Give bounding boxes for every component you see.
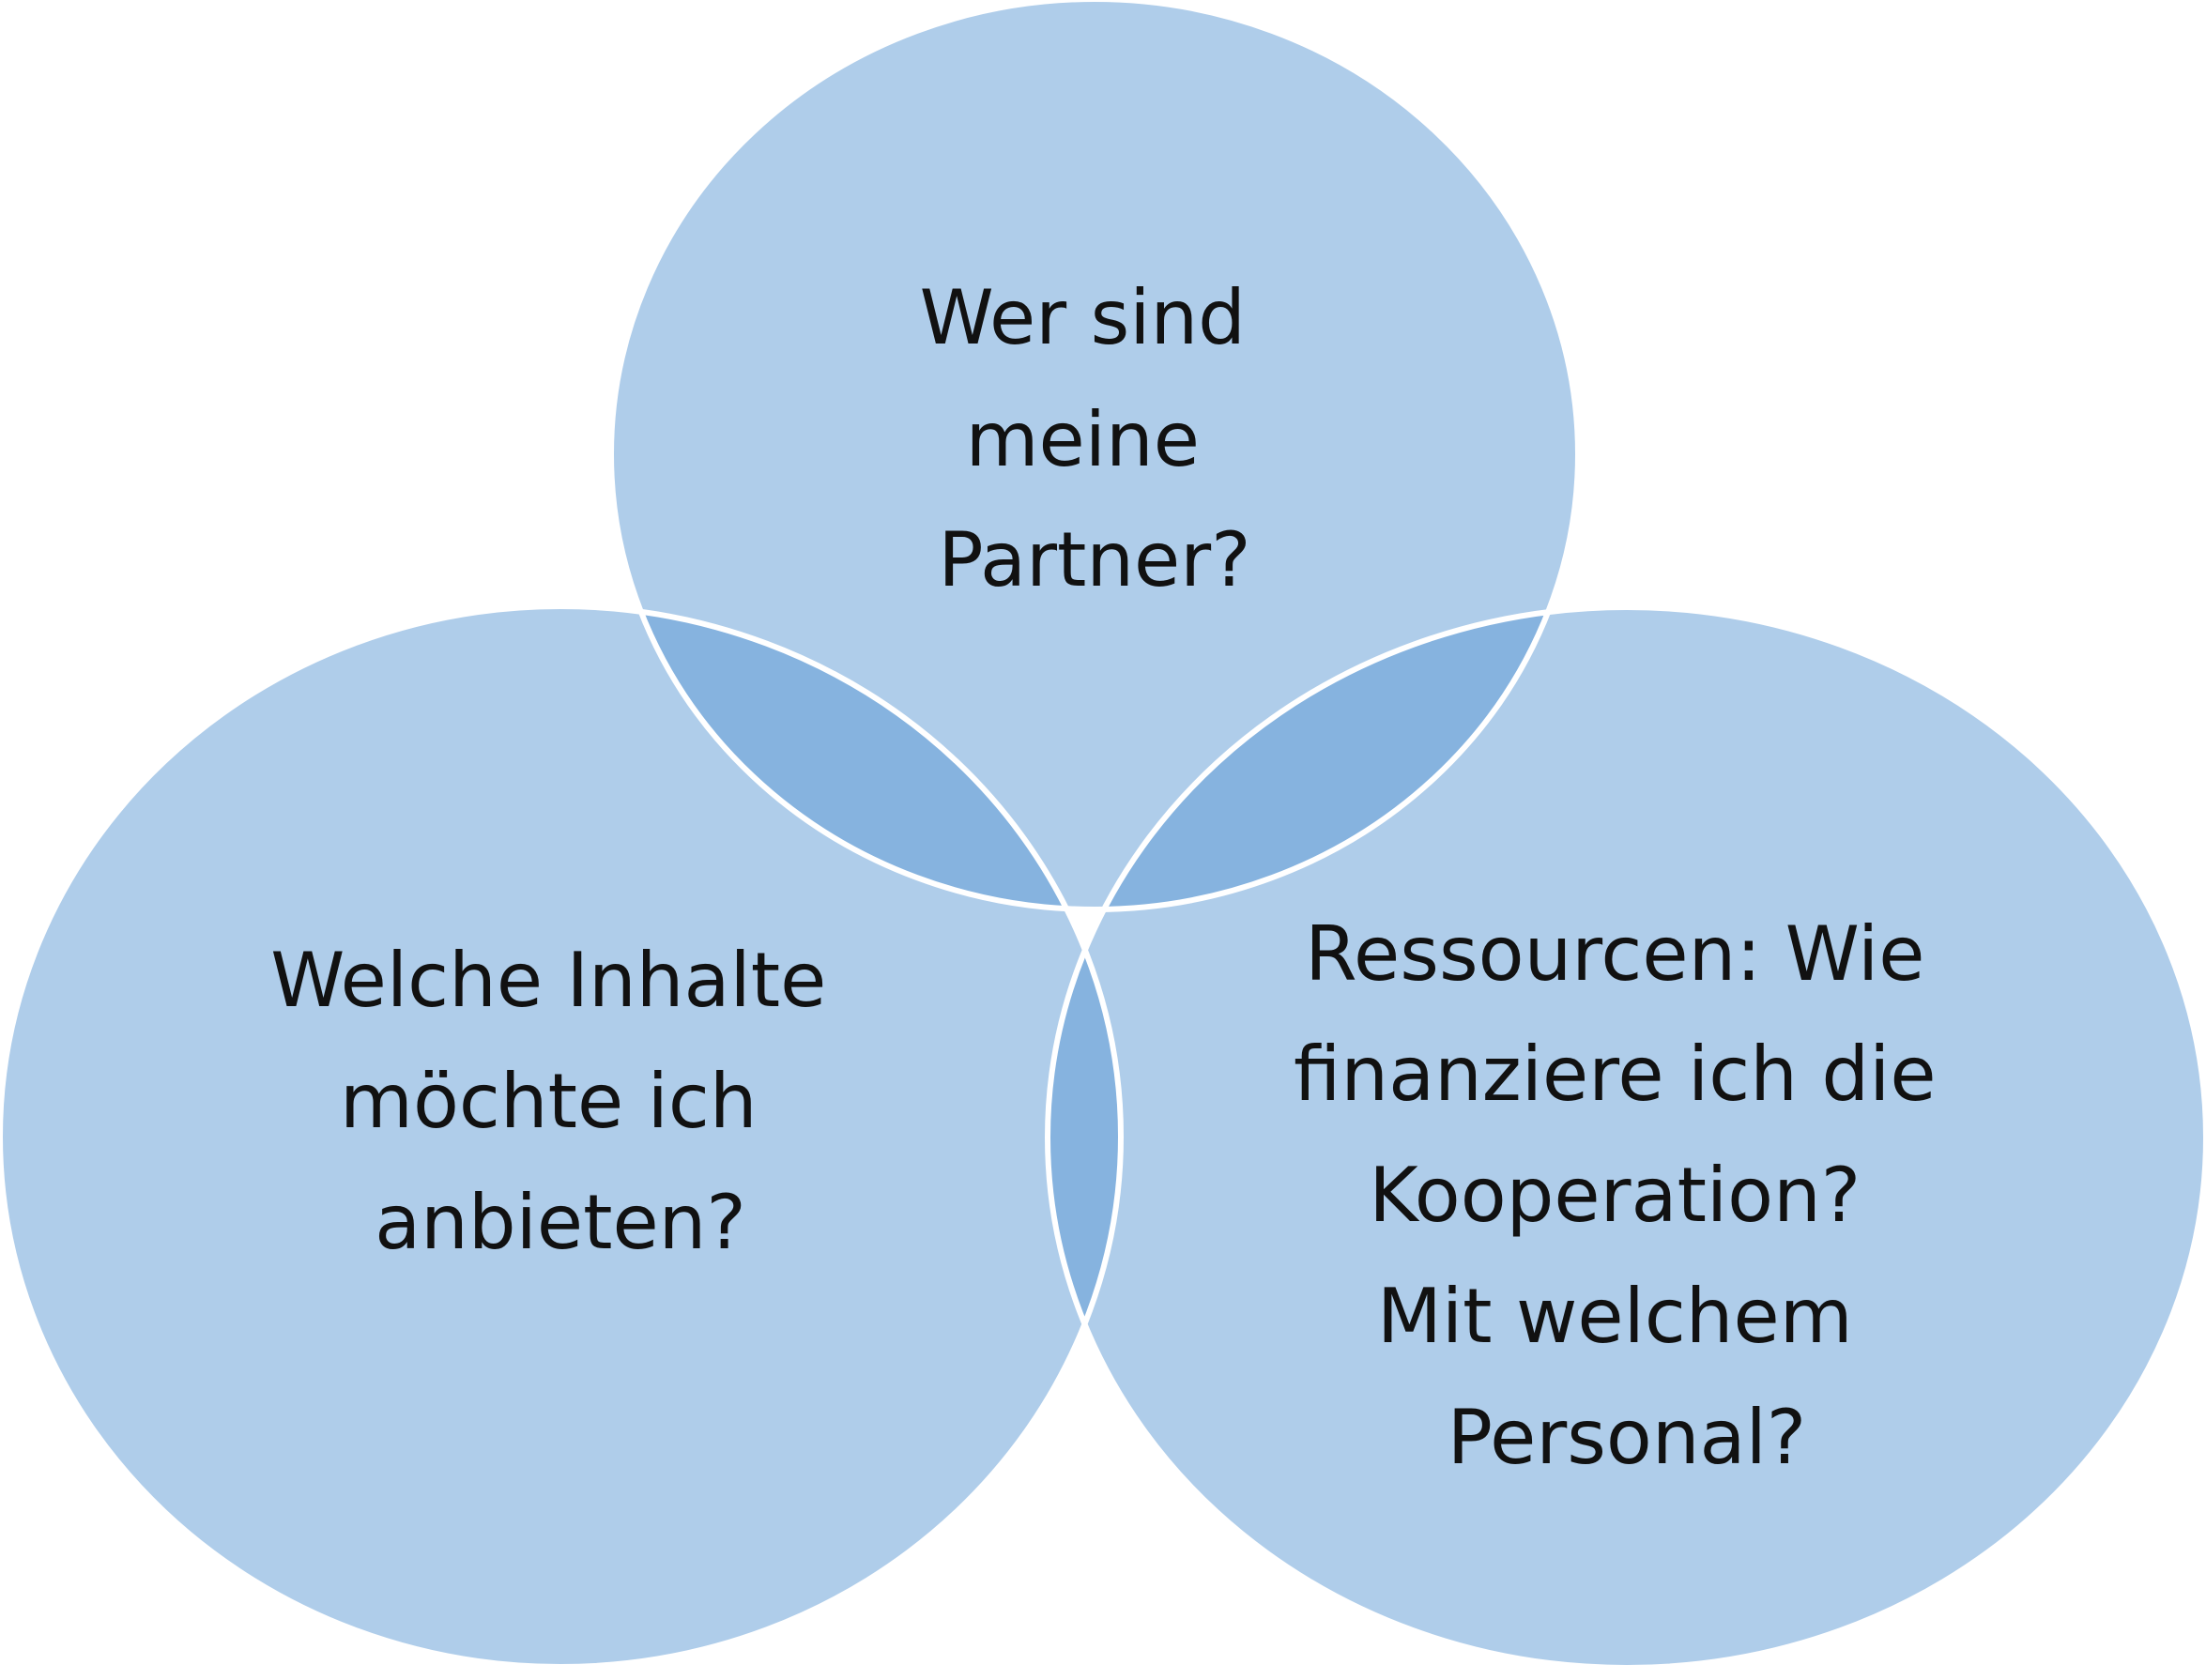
label-resources-line-2: finanziere ich die xyxy=(1294,1031,1937,1118)
label-content: Welche Inhalte möchte ich anbieten? xyxy=(270,937,850,1266)
label-content-line-1: Welche Inhalte xyxy=(270,937,826,1024)
label-partners-line-2: meine xyxy=(966,396,1200,483)
label-partners: Wer sind meine Partner? xyxy=(920,274,1270,603)
label-content-line-2: möchte ich xyxy=(340,1058,758,1145)
label-resources-line-1: Ressourcen: Wie xyxy=(1305,910,1924,998)
label-partners-line-1: Wer sind xyxy=(920,274,1246,361)
label-resources: Ressourcen: Wie finanziere ich die Koope… xyxy=(1294,910,1960,1481)
label-resources-line-4: Mit welchem xyxy=(1377,1273,1853,1360)
label-resources-line-3: Kooperation? xyxy=(1369,1152,1861,1239)
label-resources-line-5: Personal? xyxy=(1448,1394,1807,1481)
label-content-line-3: anbieten? xyxy=(375,1179,746,1266)
label-partners-line-3: Partner? xyxy=(938,516,1250,603)
